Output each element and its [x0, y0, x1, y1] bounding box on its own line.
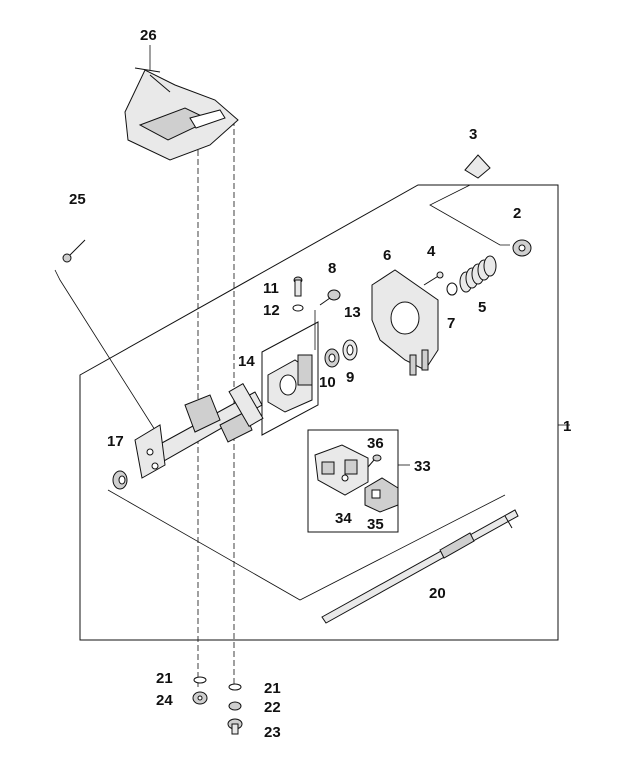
callout-25: 25 [69, 191, 86, 208]
callout-4: 4 [427, 243, 436, 260]
callout-36: 36 [367, 435, 384, 452]
callout-14: 14 [238, 353, 255, 370]
subassembly-frame-33 [307, 429, 399, 533]
steering-column-icon [134, 382, 264, 479]
bracket-icon [124, 67, 239, 161]
callout-13: 13 [344, 304, 361, 321]
nut-icon-2 [512, 239, 532, 257]
axis-25 [54, 269, 156, 431]
ring-icon-9 [342, 339, 358, 361]
callout-24: 24 [156, 692, 173, 709]
callout-8: 8 [328, 260, 336, 277]
callout-23: 23 [264, 724, 281, 741]
shaft-icon [321, 509, 519, 624]
callout-17: 17 [107, 433, 124, 450]
callout-21-left: 21 [156, 670, 173, 687]
washer-icon-21a [193, 676, 207, 684]
plate-frame-14 [261, 321, 319, 436]
callout-11: 11 [263, 280, 279, 297]
housing-icon-6 [371, 269, 439, 376]
callout-10: 10 [319, 374, 336, 391]
assembly-frame [79, 184, 559, 641]
callout-34: 34 [335, 510, 352, 527]
callout-5: 5 [478, 299, 486, 316]
callout-22: 22 [264, 699, 281, 716]
screw-icon-36 [367, 454, 382, 468]
washer-icon-12 [292, 304, 304, 312]
callout-6: 6 [383, 247, 391, 264]
callout-33: 33 [414, 458, 431, 475]
switch-icon-35 [364, 477, 399, 513]
cap-icon-17 [112, 470, 128, 490]
callout-1: 1 [563, 418, 571, 435]
callout-26: 26 [140, 27, 157, 44]
washer-icon-3 [464, 154, 491, 179]
callout-7: 7 [447, 315, 455, 332]
axis-20 [107, 489, 506, 601]
bolt-icon-25 [62, 239, 86, 263]
callout-35: 35 [367, 516, 384, 533]
callout-2: 2 [513, 205, 521, 222]
axis-3 [429, 184, 510, 246]
ring-icon-10 [324, 348, 340, 368]
plate-mechanism-icon [267, 354, 313, 413]
callout-12: 12 [263, 302, 280, 319]
washer-icon-7 [446, 282, 458, 296]
callout-9: 9 [346, 369, 354, 386]
switch-icon-34 [314, 444, 369, 496]
washer-icon-21b [228, 683, 242, 691]
bolt-icon-11 [293, 276, 303, 297]
bolt-icon-8 [319, 289, 341, 306]
spring-icon-5 [459, 255, 497, 293]
screw-icon-4 [423, 271, 444, 286]
bolt-icon-23 [227, 718, 243, 735]
callout-3: 3 [469, 126, 477, 143]
washer-icon-22 [228, 701, 242, 711]
callout-21-right: 21 [264, 680, 281, 697]
callout-20: 20 [429, 585, 446, 602]
nut-icon-24 [192, 691, 208, 705]
